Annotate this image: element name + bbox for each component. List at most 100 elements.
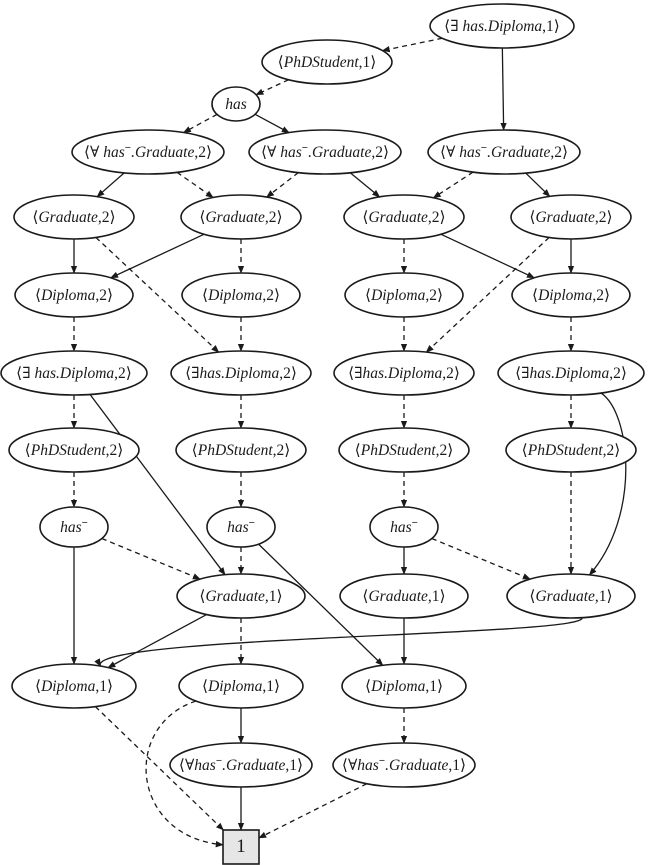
- label-segment: ∃ has.Diploma: [22, 365, 114, 382]
- node-ellipse: [11, 663, 137, 709]
- node-ellipse: [497, 350, 645, 396]
- label-segment: −: [412, 517, 418, 529]
- label-segment: Diploma: [370, 287, 426, 304]
- graph-node: has: [211, 86, 261, 122]
- dashed-edge-n29-term: [94, 706, 224, 831]
- graph-node: ⟨PhDStudent,1⟩: [261, 39, 393, 85]
- node-ellipse: [343, 194, 465, 240]
- terminal-label: 1: [236, 836, 246, 857]
- node-label: ⟨∃ has.Diploma,1⟩: [444, 18, 560, 35]
- label-segment: ,2⟩: [550, 144, 568, 161]
- label-segment: ,1⟩: [265, 588, 283, 605]
- node-ellipse: [170, 350, 312, 396]
- label-segment: Diploma: [40, 287, 96, 304]
- label-segment: ∃has.Diploma: [354, 365, 442, 382]
- label-segment: .Graduate: [222, 757, 285, 774]
- node-ellipse: [14, 272, 134, 318]
- label-segment: .Graduate: [487, 144, 550, 161]
- label-segment: Diploma: [370, 678, 426, 695]
- terminal-node: 1: [222, 829, 260, 865]
- label-segment: ,1⟩: [262, 678, 280, 695]
- node-ellipse: [39, 506, 109, 548]
- graph-node: ⟨Graduate,2⟩: [13, 194, 135, 240]
- label-segment: ,2⟩: [98, 209, 116, 226]
- graph-node: ⟨∀has−.Graduate,1⟩: [332, 742, 476, 788]
- node-label: ⟨PhDStudent,1⟩: [278, 54, 377, 71]
- label-segment: ,2⟩: [609, 365, 627, 382]
- node-label: ⟨∃has.Diploma,2⟩: [515, 365, 627, 382]
- solid-edge-n3-n5: [254, 113, 290, 134]
- graph-node: ⟨Diploma,2⟩: [344, 272, 464, 318]
- dashed-edge-n5-n8: [266, 172, 299, 198]
- node-label: ⟨∀ has−.Graduate,2⟩: [84, 142, 212, 161]
- node-label: ⟨∃has.Diploma,2⟩: [348, 365, 460, 382]
- label-segment: Graduate: [535, 588, 595, 605]
- graph-node: ⟨Diploma,1⟩: [178, 663, 304, 709]
- label-segment: ,2⟩: [436, 442, 454, 459]
- graph-node: ⟨∀has−.Graduate,1⟩: [169, 742, 313, 788]
- label-segment: Graduate: [368, 209, 428, 226]
- label-segment: has: [194, 757, 216, 774]
- node-ellipse: [181, 272, 301, 318]
- dashed-edge-n30-term: [145, 700, 224, 848]
- dashed-edge-n23-n26: [101, 537, 201, 580]
- label-segment: ∀ has: [90, 144, 125, 161]
- label-segment: ,1⟩: [448, 757, 466, 774]
- label-segment: PhDStudent: [283, 54, 360, 71]
- label-segment: ⟨: [365, 678, 371, 695]
- graph-node: ⟨∃has.Diploma,2⟩: [497, 350, 645, 396]
- graph-node: ⟨∃has.Diploma,2⟩: [333, 350, 475, 396]
- label-segment: has: [390, 519, 412, 536]
- node-ellipse: [339, 573, 469, 619]
- label-segment: ,1⟩: [95, 678, 113, 695]
- label-segment: ⟨: [202, 678, 208, 695]
- label-segment: .Graduate: [131, 144, 194, 161]
- node-ellipse: [8, 427, 140, 473]
- label-segment: has: [227, 519, 249, 536]
- node-label: has: [225, 96, 247, 113]
- node-ellipse: [180, 194, 302, 240]
- label-segment: PhDStudent: [360, 442, 437, 459]
- solid-edge-n28-n29: [94, 617, 583, 667]
- solid-edge-n15-n26: [89, 394, 226, 576]
- dashed-edge-n10-n17: [425, 237, 550, 353]
- node-ellipse: [178, 663, 304, 709]
- node-label: has−: [227, 517, 255, 536]
- label-segment: ,2⟩: [592, 287, 610, 304]
- node-ellipse: [0, 350, 148, 396]
- edges-layer: [70, 37, 627, 848]
- label-segment: ⟨: [362, 588, 368, 605]
- solid-edge-n26-n29: [107, 613, 207, 669]
- node-ellipse: [332, 742, 476, 788]
- label-segment: ,1⟩: [595, 588, 613, 605]
- label-segment: ⟨: [532, 287, 538, 304]
- graph-node: ⟨∃has.Diploma,2⟩: [170, 350, 312, 396]
- node-ellipse: [13, 194, 135, 240]
- nodes-layer: ⟨∃ has.Diploma,1⟩⟨PhDStudent,1⟩has⟨∀ has…: [0, 3, 645, 865]
- label-segment: ⟨: [261, 144, 267, 161]
- label-segment: −: [379, 755, 385, 767]
- label-segment: ⟨: [35, 678, 41, 695]
- solid-edge-n4-n7: [96, 172, 125, 198]
- label-segment: Graduate: [205, 209, 265, 226]
- label-segment: ∀ has: [446, 144, 481, 161]
- node-ellipse: [510, 194, 632, 240]
- node-label: ⟨Graduate,1⟩: [199, 588, 282, 605]
- node-label: ⟨Diploma,2⟩: [202, 287, 280, 304]
- graph-node: ⟨Graduate,1⟩: [176, 573, 306, 619]
- label-segment: has: [225, 96, 247, 113]
- graph-node: ⟨Diploma,2⟩: [181, 272, 301, 318]
- graph-node: ⟨Diploma,1⟩: [11, 663, 137, 709]
- label-segment: ⟨: [192, 442, 198, 459]
- node-label: ⟨Diploma,2⟩: [532, 287, 610, 304]
- label-segment: ,2⟩: [273, 442, 291, 459]
- graph-node: ⟨Diploma,1⟩: [341, 663, 467, 709]
- node-label: ⟨Diploma,1⟩: [202, 678, 280, 695]
- node-ellipse: [511, 272, 631, 318]
- label-segment: −: [82, 517, 88, 529]
- label-segment: has: [60, 519, 82, 536]
- dashed-edge-n2-n3: [255, 79, 289, 96]
- solid-edge-n6-n10: [525, 172, 551, 197]
- node-ellipse: [248, 129, 402, 175]
- node-ellipse: [427, 129, 581, 175]
